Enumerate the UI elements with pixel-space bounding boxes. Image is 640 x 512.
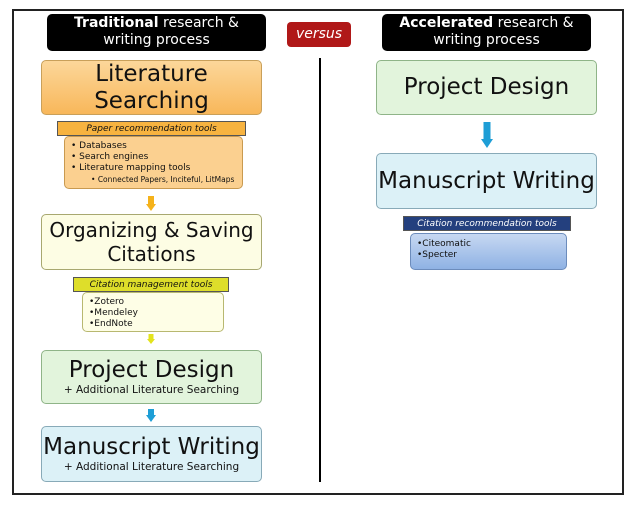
- citation-recommendation-tab-label: Citation recommendation tools: [417, 219, 557, 229]
- citation-recommendation-tab: Citation recommendation tools: [403, 216, 571, 231]
- list-subitem: • Connected Papers, Inciteful, LitMaps: [91, 175, 235, 184]
- literature-searching-box: Literature Searching: [41, 60, 262, 115]
- literature-searching-label: Literature Searching: [94, 60, 209, 114]
- project-design-label: Project Design: [68, 357, 235, 383]
- paper-recommendation-tab-label: Paper recommendation tools: [86, 124, 217, 134]
- accelerated-header-line2: writing process: [433, 32, 540, 48]
- list-item: •EndNote: [89, 319, 133, 329]
- yellow-down-arrow: [143, 334, 159, 346]
- project-design-sub: + Additional Literature Searching: [63, 384, 240, 396]
- citation-management-list: •Zotero •Mendeley •EndNote: [82, 292, 224, 332]
- orange-down-arrow: [143, 196, 159, 212]
- list-item: •Specter: [417, 250, 457, 260]
- versus-badge: versus: [287, 22, 351, 47]
- traditional-header-bold: Traditional: [74, 15, 159, 31]
- blue-down-arrow: [143, 409, 159, 423]
- traditional-header: Traditional research & writing process: [47, 14, 266, 51]
- organizing-line2: Citations: [107, 242, 196, 266]
- traditional-header-line2: writing process: [103, 32, 210, 48]
- traditional-header-rest: research &: [158, 15, 239, 31]
- list-item: • Databases: [71, 141, 127, 151]
- paper-recommendation-tab: Paper recommendation tools: [57, 121, 246, 136]
- accelerated-header-rest: research &: [493, 15, 574, 31]
- project-design-box: Project Design + Additional Literature S…: [41, 350, 262, 404]
- list-item: •Citeomatic: [417, 239, 471, 249]
- versus-label: versus: [295, 26, 343, 42]
- list-item: • Search engines: [71, 152, 149, 162]
- citation-recommendation-list: •Citeomatic •Specter: [410, 233, 567, 270]
- manuscript-writing-label: Manuscript Writing: [43, 434, 260, 460]
- organizing-citations-box: Organizing & Saving Citations: [41, 214, 262, 270]
- center-divider: [319, 58, 321, 482]
- manuscript-writing-sub: + Additional Literature Searching: [63, 461, 240, 473]
- citation-management-tab-label: Citation management tools: [89, 280, 213, 290]
- list-item: •Mendeley: [89, 308, 138, 318]
- accelerated-manuscript-writing-box: Manuscript Writing: [376, 153, 597, 209]
- organizing-line1: Organizing & Saving: [49, 218, 254, 242]
- accelerated-header: Accelerated research & writing process: [382, 14, 591, 51]
- accelerated-manuscript-writing-label: Manuscript Writing: [378, 167, 595, 194]
- diagram-frame: [12, 9, 624, 495]
- manuscript-writing-box: Manuscript Writing + Additional Literatu…: [41, 426, 262, 482]
- list-item: • Literature mapping tools: [71, 163, 191, 173]
- accelerated-project-design-label: Project Design: [403, 74, 570, 100]
- list-item: •Zotero: [89, 297, 125, 307]
- blue-down-arrow-right: [479, 122, 495, 150]
- paper-tools-list: • Databases • Search engines • Literatur…: [64, 136, 243, 189]
- accelerated-header-bold: Accelerated: [399, 15, 494, 31]
- citation-management-tab: Citation management tools: [73, 277, 229, 292]
- accelerated-project-design-box: Project Design: [376, 60, 597, 115]
